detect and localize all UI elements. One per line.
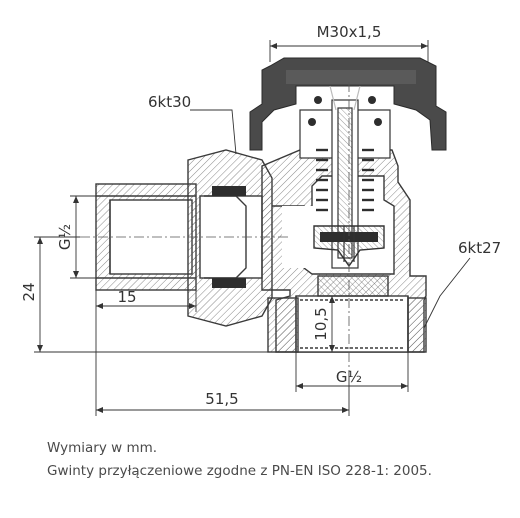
dim-height-offset: 24 — [20, 282, 38, 301]
dim-hex-right: 6kt27 — [458, 239, 501, 257]
spring-left — [316, 148, 328, 212]
units-note: Wymiary w mm. — [47, 440, 158, 456]
dim-top-thread: M30x1,5 — [317, 23, 382, 41]
protective-cap — [249, 57, 447, 151]
spring-right — [362, 148, 374, 212]
dim-total-length: 51,5 — [205, 390, 238, 408]
dim-outlet-length: 10,5 — [312, 307, 330, 340]
dim-outlet-thread: G½ — [336, 368, 362, 386]
valve-body — [95, 149, 427, 353]
dim-inlet-thread: G½ — [56, 224, 74, 250]
standard-note: Gwinty przyłączeniowe zgodne z PN-EN ISO… — [47, 463, 432, 479]
center-lines — [80, 82, 350, 372]
dim-hex-left: 6kt30 — [148, 93, 191, 111]
dim-inlet-length: 15 — [117, 288, 136, 306]
dimension-lines — [34, 40, 471, 416]
